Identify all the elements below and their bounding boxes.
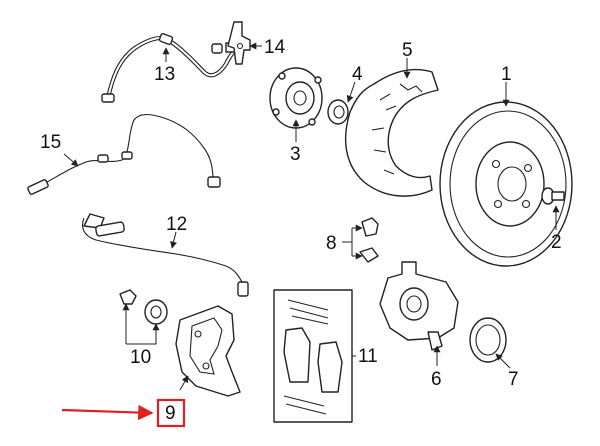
seal-ring-part-7	[469, 317, 507, 363]
wear-sensor-part-15	[27, 113, 221, 195]
callout-8: 8	[326, 233, 337, 254]
callout-13: 13	[154, 64, 175, 85]
callout-7: 7	[508, 369, 519, 390]
guide-pins-part-8	[359, 217, 379, 263]
highlight-arrow	[61, 404, 154, 421]
callout-14: 14	[264, 37, 286, 58]
callout-11: 11	[358, 346, 378, 367]
callout-9: 9	[165, 403, 176, 424]
wheel-hub-part-3	[269, 67, 323, 129]
highlight-part-9	[61, 398, 186, 428]
splash-shield-part-5	[344, 68, 439, 197]
callout-1: 1	[501, 64, 512, 85]
callout-2: 2	[551, 232, 562, 253]
hub-nut-part-4	[327, 99, 349, 125]
hose-bracket-part-14	[227, 21, 251, 65]
callout-4: 4	[352, 64, 363, 85]
highlight-box	[156, 398, 186, 428]
caliper-part-6	[379, 261, 459, 351]
brake-rotor-part-1	[439, 101, 573, 267]
callout-15: 15	[40, 132, 61, 153]
caliper-bracket-part-9	[175, 305, 241, 397]
leader-lines	[63, 42, 560, 391]
callout-3: 3	[290, 144, 301, 165]
callouts: 1 2 3 4 5 6 7 8 9 10 11 12 13 14 15	[40, 37, 562, 424]
brake-pad-kit-part-11	[273, 289, 353, 423]
callout-12: 12	[166, 214, 187, 235]
bolt-bushing-part-10	[119, 289, 168, 325]
callout-10: 10	[130, 347, 151, 368]
rotor-screw-part-2	[541, 187, 565, 205]
wear-sensor-part-12	[81, 213, 249, 297]
callout-6: 6	[431, 369, 442, 390]
callout-5: 5	[402, 40, 413, 61]
